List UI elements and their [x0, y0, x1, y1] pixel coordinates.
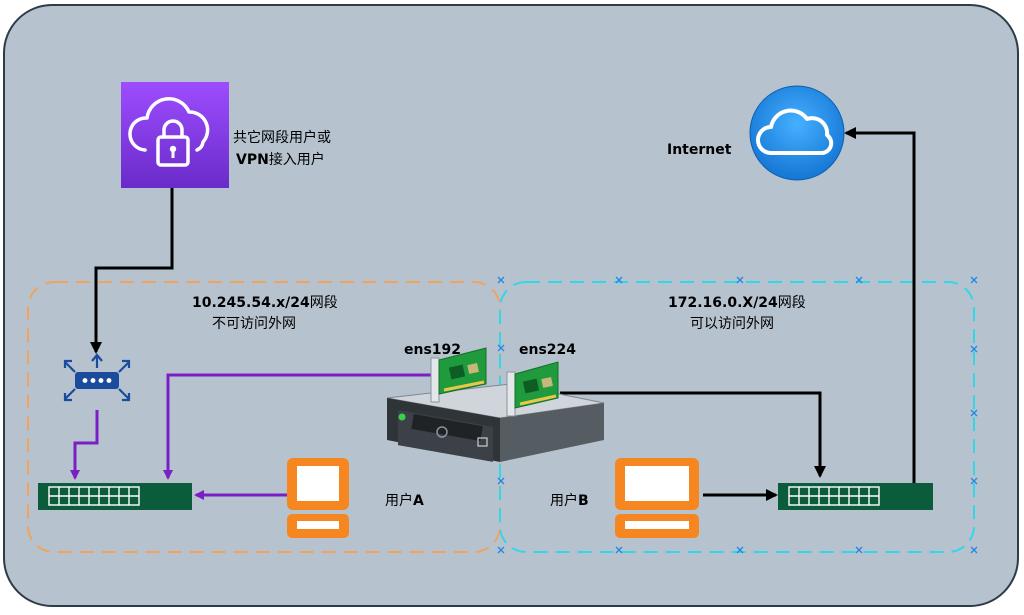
left-segment-suffix: 网段: [310, 295, 338, 311]
left-segment-cidr: 10.245.54.x/24: [192, 295, 310, 311]
cloud-lock-icon: [121, 82, 229, 188]
user-a-label: 用户A: [385, 492, 424, 509]
link-router-switch: [70, 410, 99, 480]
left-segment-note: 不可访问外网: [212, 316, 296, 332]
nic-label-ens192: ens192: [404, 342, 461, 358]
right-network-zone: [499, 281, 975, 553]
internet-cloud-icon: [749, 85, 845, 181]
vpn-label-line1: 共它网段用户或: [233, 129, 331, 146]
vpn-label-rest: 接入用户: [269, 151, 325, 168]
nic-label-ens224: ens224: [519, 342, 576, 358]
link-server-switch: [560, 391, 826, 478]
switch-icon-right: [778, 483, 933, 510]
right-segment-suffix: 网段: [778, 295, 806, 311]
computer-icon-user-b: [615, 458, 699, 538]
left-segment-title: 10.245.54.x/24网段: [192, 295, 338, 311]
user-a-letter: A: [413, 493, 424, 509]
vpn-label-line2: VPN接入用户: [236, 151, 325, 168]
link-ens192-switch: [163, 373, 436, 480]
user-b-letter: B: [578, 493, 589, 509]
right-segment-title: 172.16.0.X/24网段: [668, 295, 806, 311]
switch-icon-left: [38, 483, 192, 510]
nic-card-icon-ens224: [506, 361, 559, 417]
internet-label: Internet: [667, 142, 732, 158]
link-switch-internet: [844, 127, 916, 483]
selection-handles: [497, 276, 978, 554]
vpn-label-vpn: VPN: [236, 152, 269, 168]
left-network-zone: [27, 281, 501, 553]
link-vpn-router: [90, 188, 174, 354]
user-b-prefix: 用户: [550, 492, 578, 509]
right-segment-cidr: 172.16.0.X/24: [668, 295, 778, 311]
user-a-prefix: 用户: [385, 492, 413, 509]
user-b-label: 用户B: [550, 492, 589, 509]
right-segment-note: 可以访问外网: [690, 316, 774, 332]
computer-icon-user-a: [287, 458, 349, 538]
router-icon: [63, 353, 131, 402]
nic-card-icon-ens192: [430, 347, 487, 403]
